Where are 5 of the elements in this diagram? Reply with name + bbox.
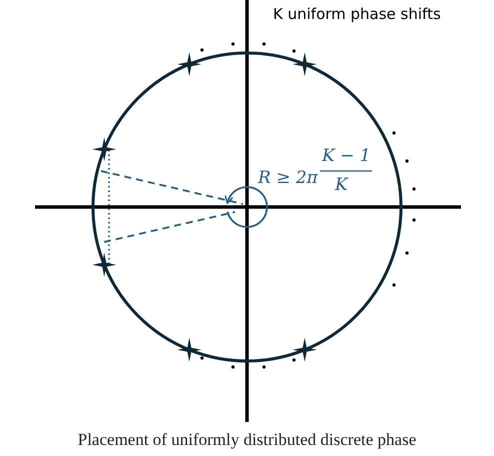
formula-denominator: K [335, 175, 348, 195]
annotation: K uniform phase shifts [273, 5, 441, 23]
formula-numerator: K − 1 [322, 146, 371, 166]
formula: R ≥ 2π [258, 168, 318, 188]
caption: Placement of uniformly distributed discrete phase [76, 430, 418, 450]
